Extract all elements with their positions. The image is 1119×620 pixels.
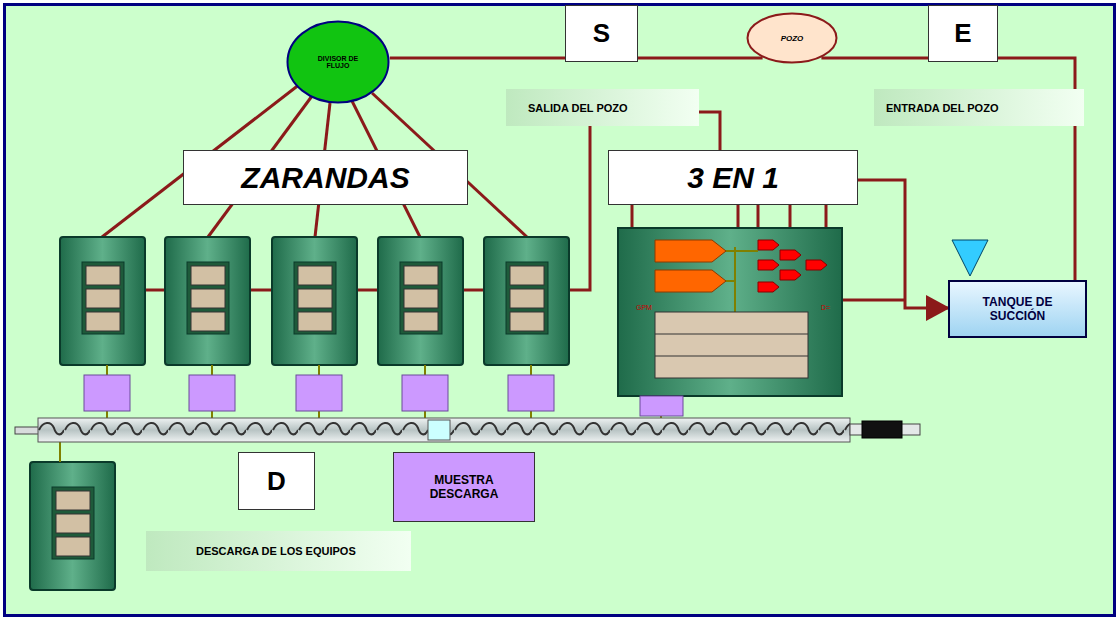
caption-band: SALIDA DEL POZO [506, 89, 699, 126]
caption-text: SALIDA DEL POZO [528, 102, 628, 114]
flow-line [638, 57, 763, 60]
flow-divider: DIVISOR DE FLUJO [286, 20, 390, 104]
shakers-box: ZARANDAS [183, 150, 468, 205]
discharge-box: DDESCARGA DE LOS EQUIPOS [238, 452, 315, 510]
node-text: POZO [781, 34, 804, 43]
node-text: D [267, 466, 286, 497]
density-label: D= [821, 304, 830, 311]
flow-line [858, 180, 948, 308]
caption-band: DESCARGA DE LOS EQUIPOS [146, 531, 411, 571]
caption-text: DESCARGA DE LOS EQUIPOS [196, 545, 356, 557]
caption-text: ENTRADA DEL POZO [886, 102, 998, 114]
flow-rate-label: GPM [636, 304, 652, 311]
mud-cleaner-box: 3 EN 1 [608, 150, 858, 205]
flow-line [821, 57, 928, 60]
node-text: MUESTRA DESCARGA [419, 473, 509, 501]
node-text: DIVISOR DE FLUJO [316, 55, 360, 69]
node-text: ZARANDAS [241, 161, 409, 195]
sample-box: MUESTRA DESCARGA [393, 452, 535, 522]
flow-line [390, 57, 565, 60]
well-ellipse: POZO [746, 12, 838, 64]
node-text: S [593, 18, 610, 49]
caption-band: ENTRADA DEL POZO [874, 89, 1084, 126]
outlet-box: SSALIDA DEL POZO [565, 5, 638, 62]
node-text: E [954, 18, 971, 49]
node-text: 3 EN 1 [687, 161, 779, 195]
node-text: TANQUE DE SUCCIÓN [968, 295, 1068, 323]
inlet-box: EENTRADA DEL POZO [928, 5, 998, 62]
tank-box: TANQUE DE SUCCIÓN [948, 280, 1087, 338]
